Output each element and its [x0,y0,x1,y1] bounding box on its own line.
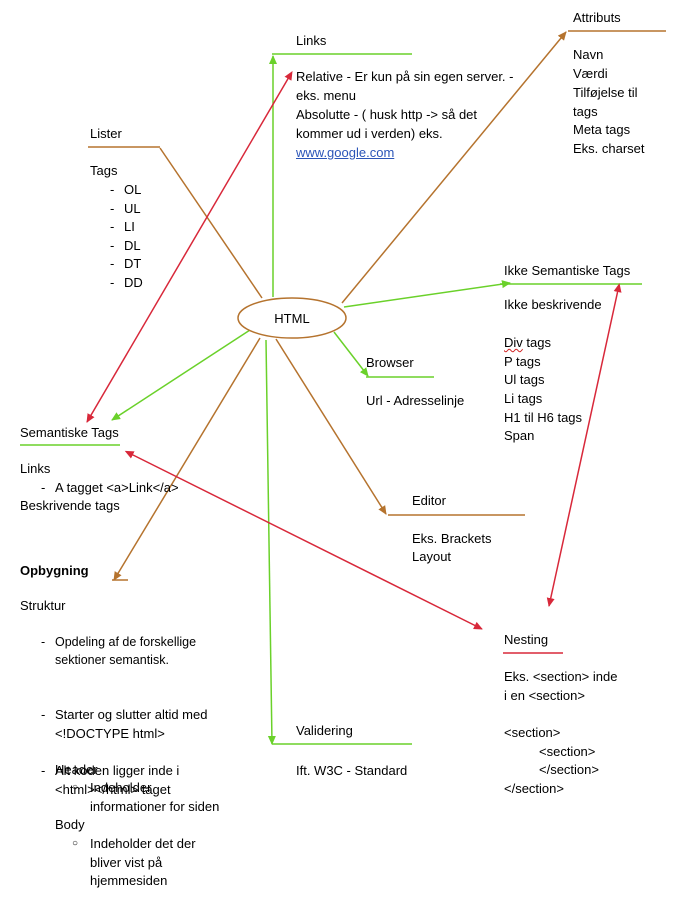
ikke-semantiske-line-3: Li tags [504,391,543,406]
attributs-line-1: Navn [573,47,604,62]
html-center-label: HTML [274,310,310,326]
opbygning-body-list: Indeholder det der bliver vist på hjemme… [72,835,195,891]
attributs-line-5: Meta tags [573,122,631,137]
ikke-semantiske-line-2: Ul tags [504,372,545,387]
connector-links-semantiske [86,70,293,423]
nesting-line-4: <section> [504,725,561,740]
attributs-line-2: Værdi [573,66,608,81]
validering-title: Validering [296,723,353,738]
opbygning-header-label: Header [55,762,98,777]
list-item: Opdeling af de forskellige sektioner sem… [41,633,207,670]
browser-line-1: Url - Adresselinje [366,393,465,408]
links-line-1: Relative - Er kun på sin egen server. - [296,69,514,84]
connector-ikke-semantiske-nesting [546,283,622,607]
opbygning-title: Opbygning [20,563,89,578]
connector-browser [333,331,369,377]
list-item: A tagget <a>Link</a> [41,479,179,498]
links-line-3: Absolutte - ( husk http -> så det [296,107,478,122]
connector-attributs [341,31,567,304]
opbygning-intro: Struktur [20,598,66,613]
semantiske-intro: Links [20,461,51,476]
nesting-title: Nesting [504,632,549,647]
semantiske-title: Semantiske Tags [20,425,119,440]
nesting-line-5: <section> [539,744,596,759]
connector-ikke-semantiske [343,280,511,308]
lister-title: Lister [90,126,122,141]
list-item: DT [110,255,143,274]
links-line-2: eks. menu [296,88,356,103]
semantiske-outro: Beskrivende tags [20,498,120,513]
list-item: DD [110,274,143,293]
opbygning-header-list: Indeholder informationer for siden [72,779,219,816]
nesting-line-1: Eks. <section> inde [504,669,618,684]
ikke-semantiske-line-div: Div tags [504,334,551,353]
list-item: Indeholder det der bliver vist på hjemme… [72,835,195,891]
editor-line-2: Layout [412,549,452,564]
list-item: DL [110,237,143,256]
list-item: OL [110,181,143,200]
ikke-semantiske-title: Ikke Semantiske Tags [504,263,631,278]
html-center-node [237,297,347,339]
editor-title: Editor [412,493,446,508]
ikke-semantiske-line-1: P tags [504,354,541,369]
nesting-line-2: i en <section> [504,688,585,703]
ikke-semantiske-line-4: H1 til H6 tags [504,410,583,425]
nesting-line-7: </section> [504,781,564,796]
opbygning-body-label: Body [55,817,85,832]
ikke-semantiske-intro: Ikke beskrivende [504,297,602,312]
semantiske-list: A tagget <a>Link</a> [41,479,179,498]
list-item: UL [110,200,143,219]
browser-title: Browser [366,355,414,370]
list-item: Indeholder informationer for siden [72,779,219,816]
list-item: Starter og slutter altid med <!DOCTYPE h… [41,706,208,743]
connector-opbygning [113,337,261,581]
ikke-semantiske-line-5: Span [504,428,535,443]
attributs-title: Attributs [573,10,621,25]
google-link[interactable]: www.google.com [296,145,395,160]
opbygning-list: Opdeling af de forskellige sektioner sem… [41,614,208,818]
lister-intro: Tags [90,163,118,178]
div-word: Div [504,335,523,350]
connector-validering [265,339,276,745]
lister-tag-list: OL UL LI DL DT DD [110,181,143,293]
validering-line-1: Ift. W3C - Standard [296,763,408,778]
connector-lister [159,147,263,299]
attributs-line-4: tags [573,104,598,119]
list-item: LI [110,218,143,237]
connector-semantiske-nesting [124,450,483,630]
attributs-line-3: Tilføjelse til [573,85,638,100]
nesting-line-6: </section> [539,762,599,777]
links-title: Links [296,33,327,48]
div-rest: tags [522,335,551,350]
editor-line-1: Eks. Brackets [412,531,492,546]
attributs-line-6: Eks. charset [573,141,645,156]
links-line-4: kommer ud i verden) eks. [296,126,443,141]
